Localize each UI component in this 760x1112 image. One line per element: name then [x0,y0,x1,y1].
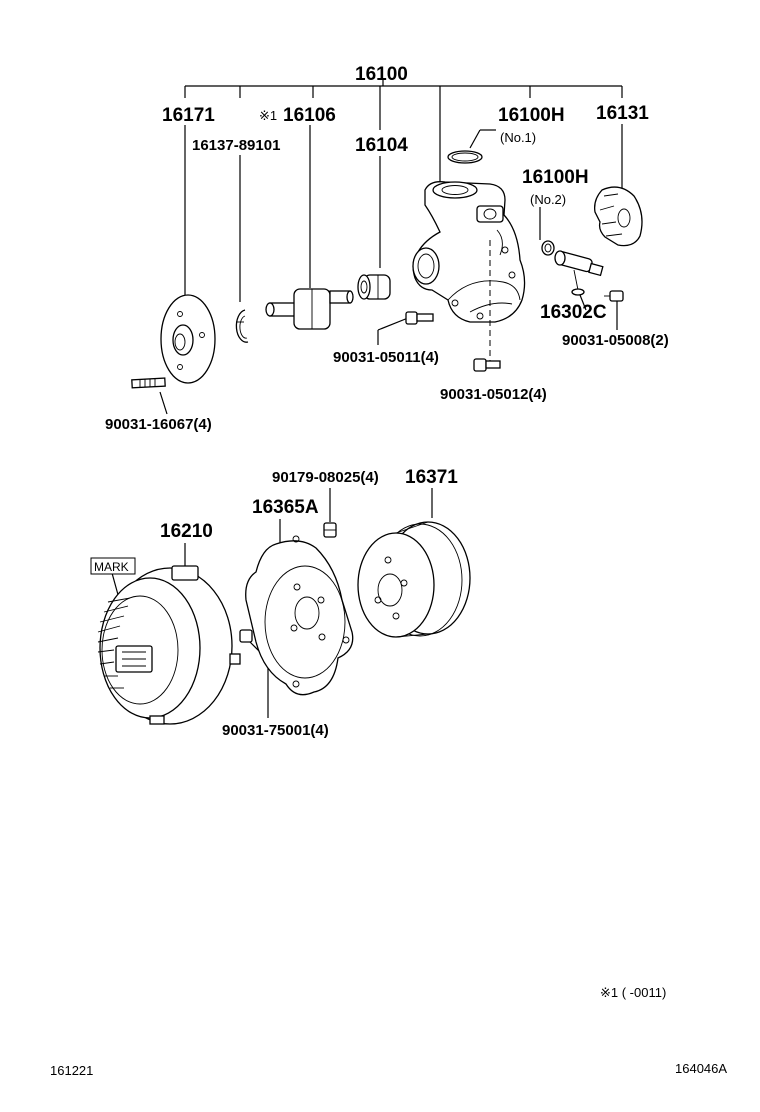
label-16137-89101: 16137-89101 [192,137,280,154]
label-16131: 16131 [596,103,649,124]
part-bearing-16106 [265,288,354,330]
part-snap-ring-16137 [235,309,249,343]
part-bolt-90031-05011 [405,311,434,325]
label-no2: (No.2) [530,192,566,207]
label-16210: 16210 [160,521,213,542]
assembly-bracket [184,80,623,130]
label-90031-05012: 90031-05012(4) [440,386,547,403]
part-bolt-90031-05012 [473,240,501,372]
label-16371: 16371 [405,467,458,488]
label-16100H-no1: 16100H [498,105,565,126]
label-16106: 16106 [283,105,336,126]
label-90179-08025: 90179-08025(4) [272,469,379,486]
footer-right-code: 164046A [675,1061,727,1076]
label-no1: (No.1) [500,130,536,145]
label-16104: 16104 [355,135,408,156]
part-pump-body-16100 [412,181,526,323]
part-oring-16100H-no2 [541,240,555,256]
part-oring-16100H-no1 [447,150,483,164]
label-16106-mark: ※1 [259,108,277,123]
part-impeller-16131 [594,186,643,247]
label-16302C: 16302C [540,302,607,323]
footer-left-code: 161221 [50,1063,93,1078]
part-gasket-16365A [245,535,354,696]
part-pipe-16302C [554,250,604,296]
part-nut-90179-08025 [323,522,337,538]
part-fan-clutch-16210 [97,565,241,725]
part-bolt-90031-05008 [604,290,624,302]
mark-box: MARK [90,557,136,575]
label-90031-16067: 90031-16067(4) [105,416,212,433]
part-seal-16104 [357,274,391,300]
label-16171: 16171 [162,105,215,126]
label-90031-05008: 90031-05008(2) [562,332,669,349]
part-pulley-16371 [357,521,471,638]
leader-lines-upper [159,98,623,415]
label-16100: 16100 [355,64,408,85]
part-stud-90031-16067 [131,377,166,389]
part-bolt-90031-75001 [239,629,253,643]
label-90031-75001: 90031-75001(4) [222,722,329,739]
label-90031-05011: 90031-05011(4) [333,349,439,366]
label-16365A: 16365A [252,497,319,518]
footnote: ※1 ( -0011) [600,985,666,1000]
label-16100H-no2: 16100H [522,167,589,188]
part-16171-flange [160,294,216,384]
label-mark: MARK [94,560,129,574]
